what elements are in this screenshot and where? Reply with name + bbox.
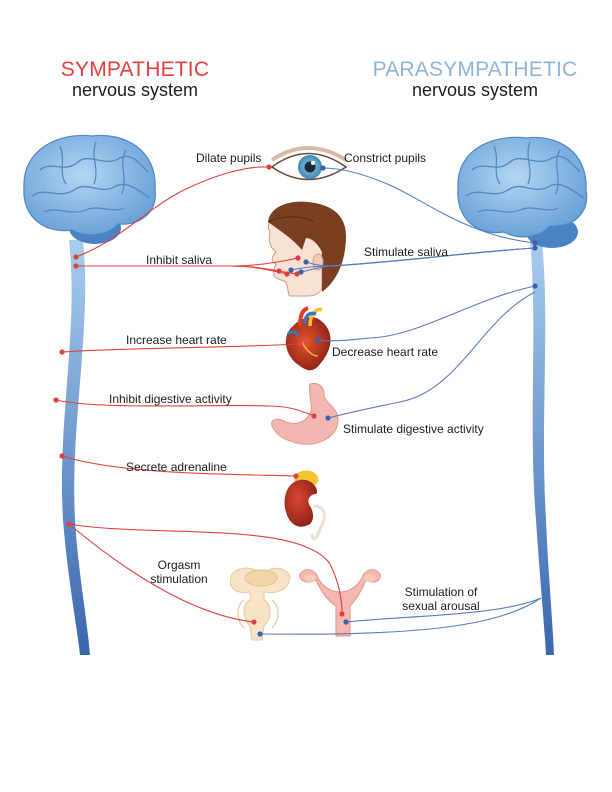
label-secrete-adrenaline: Secrete adrenaline: [126, 460, 227, 474]
label-orgasm-line1: Orgasm: [157, 558, 201, 572]
head-profile: [267, 201, 346, 297]
right-spinal-cord: [530, 240, 554, 655]
left-brain: [23, 134, 156, 244]
stomach: [271, 383, 339, 445]
heart: [285, 306, 331, 371]
label-inhibit-digestive-activity: Inhibit digestive activity: [109, 392, 232, 406]
label-arousal-line1: Stimulation of: [404, 585, 478, 599]
right-brain: [457, 136, 588, 248]
parasympathetic-heading: PARASYMPATHETIC nervous system: [360, 58, 590, 101]
label-increase-heart-rate: Increase heart rate: [126, 333, 227, 347]
label-stimulate-digestive-activity: Stimulate digestive activity: [343, 422, 484, 436]
label-arousal-line2: sexual arousal: [402, 599, 480, 613]
eye: [270, 146, 348, 181]
parasympathetic-title: PARASYMPATHETIC: [372, 58, 578, 81]
female-reproductive-organ: [299, 569, 381, 637]
sympathetic-nerve-lines: [55, 166, 343, 623]
sympathetic-title: SYMPATHETIC: [60, 58, 210, 81]
parasympathetic-subtitle: nervous system: [411, 80, 539, 101]
label-stimulation-of-sexual-arousal: Stimulation of sexual arousal: [396, 585, 486, 613]
label-orgasm-stimulation: Orgasm stimulation: [144, 558, 214, 586]
parasympathetic-nerve-dots: [257, 165, 538, 637]
label-orgasm-line2: stimulation: [150, 572, 208, 586]
sympathetic-nerve-dots: [53, 164, 345, 625]
sympathetic-subtitle: nervous system: [71, 80, 199, 101]
sympathetic-heading: SYMPATHETIC nervous system: [40, 58, 230, 101]
label-constrict-pupils: Constrict pupils: [344, 151, 427, 165]
label-stimulate-saliva: Stimulate saliva: [364, 245, 449, 259]
label-decrease-heart-rate: Decrease heart rate: [332, 345, 439, 359]
parasympathetic-nerve-lines: [259, 167, 542, 635]
label-inhibit-saliva: Inhibit saliva: [146, 253, 213, 267]
adrenal-kidney: [284, 470, 326, 540]
label-dilate-pupils: Dilate pupils: [196, 151, 262, 165]
male-reproductive-organ: [230, 567, 291, 641]
left-spinal-cord: [61, 240, 90, 655]
